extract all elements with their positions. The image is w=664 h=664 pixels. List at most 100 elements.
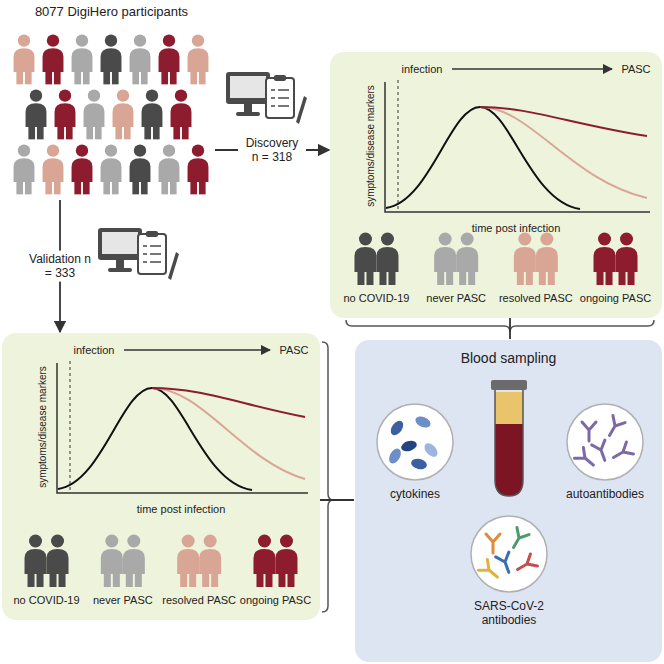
timeline-label: PASC [279,344,308,356]
curve-never [386,107,580,209]
participant-figure [188,144,209,194]
antibody-symbol [507,528,529,551]
bracket [346,320,654,332]
timecourse-chart [2,333,320,620]
circle-outline [567,404,643,480]
bracket-connector [320,499,354,501]
antibody-symbol [478,559,502,582]
circle-outline [471,516,547,592]
cohort-panel: infection PASC symptoms/disease markers tim… [330,52,662,318]
group-label: resolved PASC [162,594,236,606]
assay-illustration [367,400,463,484]
group-label: resolved PASC [499,292,573,304]
axis [57,363,308,493]
assay-circle: cytokines [367,400,463,501]
timecourse-chart [330,52,662,318]
curve-never [58,388,252,490]
assay-label: SARS-CoV-2 antibodies [451,599,567,627]
axis-label: symptoms/disease markers [365,85,376,207]
participant-figure [130,34,151,84]
participant-figure [72,34,93,84]
edge-label: Discovery n = 318 [238,135,306,166]
antibody-symbol [514,554,537,576]
group-figure [101,535,123,588]
group-figure [514,233,536,286]
group-label: no COVID-19 [14,594,80,606]
assay-illustration [555,400,655,484]
group-figure [616,233,638,286]
group-figure [199,535,221,588]
tube-cap [491,380,527,390]
group-figure [434,233,456,286]
assay-label: cytokines [367,487,463,501]
assay-label: autoantibodies [555,487,655,501]
panel-heading: Blood sampling [355,340,662,366]
antibody-symbol [603,416,625,439]
group-figure [253,535,275,588]
participant-count: 8077 DigiHero participants [8,4,215,19]
participant-group: 8077 DigiHero participants [8,4,215,200]
tube-plasma [495,392,523,424]
group-label: no COVID-19 [343,292,409,304]
group-figure [354,233,376,286]
group-figure [536,233,558,286]
group-figure [376,233,398,286]
tube-outline [495,390,523,496]
cytokine-molecule [422,441,440,460]
participant-figure [14,144,35,194]
group-figure [177,535,199,588]
group-label: never PASC [93,594,153,606]
blood-sampling-panel: Blood sampling cytokines autoantibodiesSAR… [355,340,662,662]
cytokine-molecule [388,419,405,438]
group-figure [594,233,616,286]
bracket [322,342,334,612]
curve-resolved [480,107,647,198]
participant-figure [84,89,105,139]
infection-marker [70,361,71,493]
time-arrow [452,68,612,70]
clipboard-icon [266,75,307,124]
group-figure [47,535,69,588]
axis [385,82,650,212]
participant-figure [101,144,122,194]
participant-figure [130,144,151,194]
antibody-symbol [610,442,633,464]
participant-figure [43,34,64,84]
curve-resolved [152,388,305,479]
antibody-symbol [582,422,596,441]
assay-circle: SARS-CoV-2 antibodies [451,512,567,627]
timeline-label: infection [74,344,115,356]
group-figure [123,535,145,588]
participant-figure [72,144,93,194]
participant-figure [101,34,122,84]
group-figure [275,535,297,588]
antibody-symbol [486,534,500,553]
cytokine-molecule [400,439,418,453]
group-figure [456,233,478,286]
participant-figure [159,144,180,194]
bracket-connector [509,318,511,339]
cytokine-molecule [414,414,433,430]
edge-label: Validation n = 333 [26,251,94,282]
cytokine-molecule [387,447,404,466]
computer-icon [226,72,270,116]
antibody-symbol [574,447,598,470]
assay-circle: autoantibodies [555,400,655,501]
participant-figure [26,89,47,139]
crowd-illustration [8,4,215,200]
curve-ongoing [480,107,647,136]
cohort-panel: infectionPASCsymptoms/disease markerstim… [2,333,320,620]
antibody-symbol [496,552,516,575]
cytokine-molecule [410,457,428,470]
group-label: ongoing PASC [580,292,651,304]
timeline-label: PASC [621,63,650,75]
timeline-label: infection [402,63,443,75]
axis-label: symptoms/disease markers [37,366,48,488]
group-figure [25,535,47,588]
antibody-symbol [592,440,612,463]
axis-label: time post infection [472,222,561,234]
circle-outline [377,404,453,480]
participant-figure [113,89,134,139]
participant-figure [55,89,76,139]
infection-marker [398,80,399,212]
